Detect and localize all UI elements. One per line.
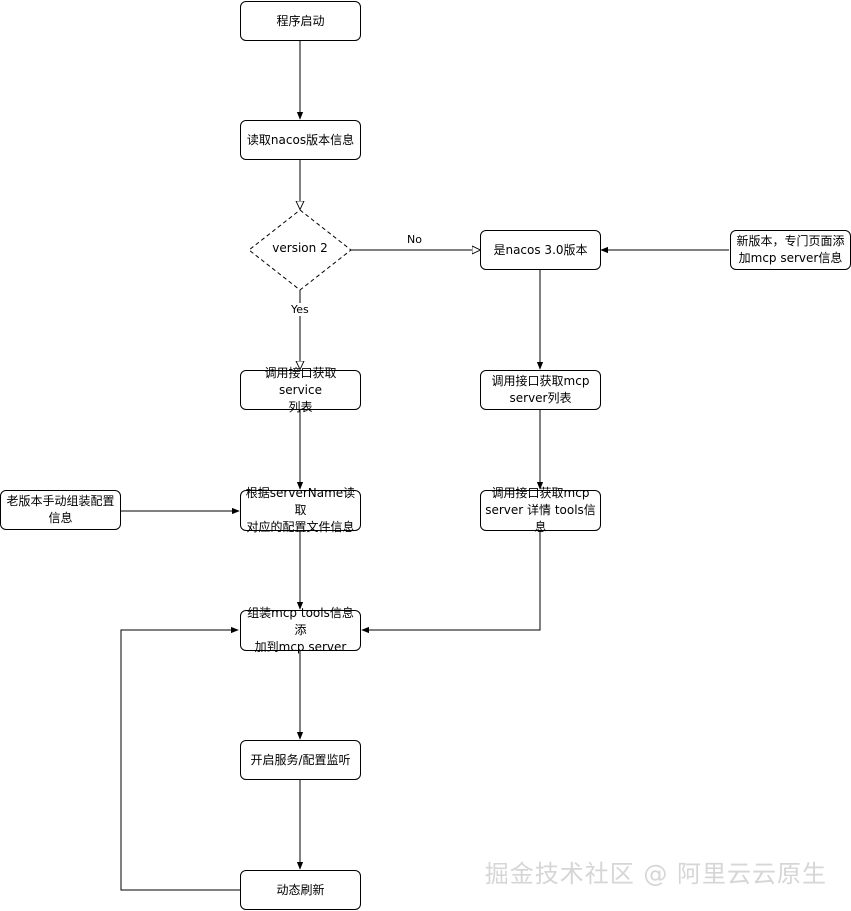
node-call-service-list: 调用接口获取service 列表 — [240, 366, 361, 414]
edge-label-yes: Yes — [291, 303, 309, 316]
node-new-version-note: 新版本，专门页面添 加mcp server信息 — [730, 230, 851, 270]
node-mcp-detail: 调用接口获取mcp server 详情 tools信息 — [480, 486, 601, 534]
edge-detail-to-assemble — [361, 531, 541, 634]
edge-label-no: No — [407, 233, 422, 246]
node-old-version-note: 老版本手动组装配置 信息 — [0, 490, 121, 530]
node-call-mcp-list: 调用接口获取mcp server列表 — [480, 370, 601, 410]
decision-label: version 2 — [272, 241, 328, 255]
node-start-service: 开启服务/配置监听 — [240, 740, 361, 780]
node-start: 程序启动 — [240, 1, 361, 41]
edge-refresh-loop-to-assemble — [120, 626, 240, 891]
node-read-version: 读取nacos版本信息 — [240, 120, 361, 160]
node-assemble: 组装mcp tools信息添 加到mcp server — [240, 606, 361, 654]
node-refresh: 动态刷新 — [240, 870, 361, 910]
watermark: 掘金技术社区 @ 阿里云云原生 — [484, 860, 827, 888]
node-is-nacos-3: 是nacos 3.0版本 — [480, 230, 601, 270]
node-read-config: 根据serverName读取 对应的配置文件信息 — [240, 486, 361, 534]
